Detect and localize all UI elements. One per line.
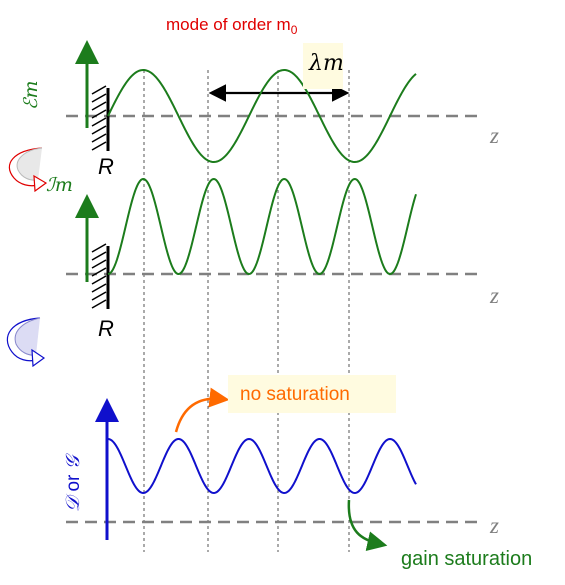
intensity-axis-label: ℐm	[46, 174, 73, 196]
no-saturation-box: no saturation	[228, 375, 396, 413]
no-saturation-pointer	[174, 387, 230, 433]
or-text: or	[63, 469, 84, 497]
diagram-title: mode of order m0	[166, 16, 297, 36]
z-label-1: z	[490, 123, 499, 148]
z-label-3: z	[490, 513, 499, 538]
wavelength-label-box	[303, 43, 343, 89]
gain-symbol: 𝒢	[62, 455, 84, 470]
curved-arrow-blue-icon	[6, 317, 46, 368]
inversion-gain-curve	[107, 437, 417, 494]
title-subscript: 0	[290, 23, 298, 37]
z-label-2: z	[490, 283, 499, 308]
title-text: mode of order m	[166, 15, 291, 34]
guide-lines	[143, 70, 350, 552]
wavelength-label: λm	[309, 51, 344, 76]
lower-axis-label: 𝒟 or 𝒢	[62, 455, 84, 512]
field-curve	[107, 68, 417, 164]
mirror-2-icon	[91, 243, 110, 309]
mirror-1-icon	[91, 85, 110, 151]
mirror-2-label: R	[98, 316, 114, 341]
inversion-symbol: 𝒟	[62, 496, 84, 512]
intensity-curve	[107, 177, 417, 276]
mirror-1-label: R	[98, 154, 114, 179]
no-saturation-label: no saturation	[240, 384, 350, 405]
field-axis-label: ℰm	[20, 80, 42, 110]
gain-saturation-label: gain saturation	[401, 548, 533, 570]
z-axes	[66, 114, 478, 524]
gain-saturation-pointer	[347, 499, 388, 552]
curved-arrow-red-icon	[8, 147, 48, 193]
